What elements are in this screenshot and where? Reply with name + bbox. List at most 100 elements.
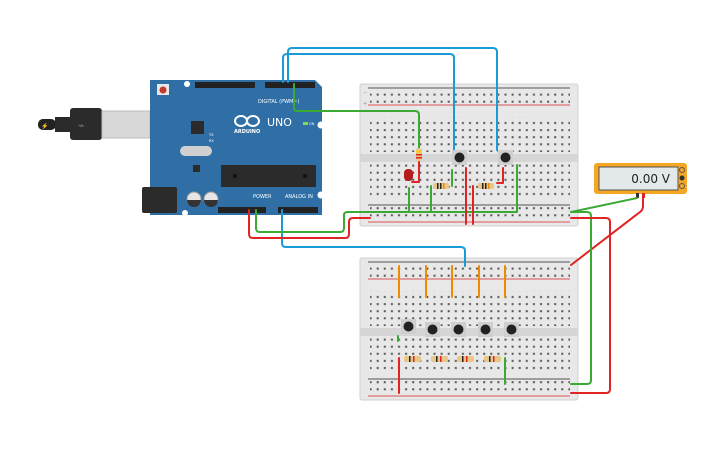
rail-holes [370, 381, 570, 395]
wire-blue-a0-to-bottom[interactable] [281, 209, 466, 267]
infinity-icon [246, 115, 260, 127]
wire-blue-pin-to-button2[interactable] [287, 47, 498, 151]
multimeter-display [598, 166, 679, 191]
pushbutton-5[interactable] [451, 322, 466, 337]
analog-header[interactable] [278, 207, 318, 213]
analog-label: ANALOG IN [285, 194, 313, 200]
pushbutton-6[interactable] [478, 322, 493, 337]
pushbutton-cap[interactable] [500, 152, 511, 163]
lightning-icon: ⚡ [41, 122, 48, 130]
pushbutton-cap[interactable] [480, 324, 491, 335]
usb-cable[interactable]: ⚡ ⌁ [38, 108, 151, 140]
resistor-band [489, 356, 491, 362]
wire-blue-pin-to-button1[interactable] [282, 53, 455, 151]
resistor-band [413, 356, 415, 362]
resistor-body [431, 356, 448, 362]
pushbutton-cap[interactable] [403, 321, 414, 332]
mode-v-button[interactable] [679, 175, 685, 181]
atmega-chip [221, 165, 316, 187]
mode-ohm-button[interactable] [679, 183, 685, 189]
uno-text: UNO [267, 116, 292, 129]
arduino-uno[interactable]: DIGITAL (PWM~) POWER ANALOG IN ARDUINO U… [142, 80, 325, 216]
pushbutton-3[interactable] [401, 319, 416, 334]
resistor-band [436, 356, 438, 362]
pushbutton-cap[interactable] [506, 324, 517, 335]
resistor-band [440, 183, 442, 189]
wire-red-rail-link[interactable] [570, 217, 611, 394]
digital-header-right[interactable] [265, 82, 315, 88]
resistor-band [462, 356, 464, 362]
rail-minus-label: − [363, 90, 367, 96]
wire-green-ground-bus[interactable] [359, 164, 518, 213]
on-led [303, 122, 308, 125]
chip-notch [303, 174, 307, 178]
pushbutton-cap[interactable] [453, 324, 464, 335]
rail-holes [370, 264, 570, 278]
rail-plus-label: + [363, 101, 367, 107]
resistor-button2[interactable] [478, 183, 494, 189]
resistor-band [485, 183, 487, 189]
pushbutton-1[interactable] [452, 150, 467, 165]
pushbutton-cap[interactable] [454, 152, 465, 163]
usb-cable-plug [70, 108, 102, 140]
terminal-holes-bottom [370, 336, 570, 371]
wire-red-btn2[interactable] [496, 167, 504, 184]
pushbutton-2[interactable] [498, 150, 513, 165]
top-breadboard[interactable]: − + [359, 83, 579, 227]
resistor-button1[interactable] [433, 183, 449, 189]
resistor-band [493, 356, 495, 362]
center-channel [360, 154, 578, 162]
wire-green-gnd[interactable] [255, 209, 371, 233]
wire-green-rail-link[interactable] [570, 211, 592, 385]
capacitor-band [204, 200, 218, 207]
resistor-ladder-1[interactable] [404, 356, 421, 362]
terminal-holes-bottom [370, 162, 570, 197]
multimeter-reading: 0.00 V [631, 172, 671, 186]
mount-hole [317, 121, 325, 129]
voltage-regulator [193, 165, 200, 172]
resistor-band [416, 151, 422, 153]
center-channel [360, 328, 578, 336]
power-header[interactable] [218, 207, 266, 213]
on-label: ON [309, 122, 315, 126]
crystal-oscillator [180, 146, 212, 156]
mount-hole [317, 191, 325, 199]
led-red[interactable] [404, 169, 413, 181]
wire-green-pin-to-led[interactable] [293, 83, 420, 149]
resistor-band [443, 183, 445, 189]
resistor-body [484, 356, 501, 362]
wire-red-led-res[interactable] [411, 161, 420, 183]
resistor-led[interactable] [416, 148, 422, 161]
resistor-band [466, 356, 468, 362]
rx-label: RX [209, 139, 214, 143]
resistor-ladder-2[interactable] [431, 356, 448, 362]
pushbutton-7[interactable] [504, 322, 519, 337]
wire-green-meter-com[interactable] [570, 197, 638, 213]
rail-holes [370, 90, 570, 104]
arduino-logo: ARDUINO UNO [234, 115, 292, 135]
bottom-breadboard[interactable] [359, 257, 579, 401]
pushbutton-4[interactable] [425, 322, 440, 337]
wire-red-meter-v[interactable] [570, 197, 644, 266]
pushbutton-cap[interactable] [427, 324, 438, 335]
probe-com[interactable] [636, 193, 639, 198]
power-label: POWER [253, 194, 272, 200]
mode-a-button[interactable] [679, 167, 685, 173]
resistor-body [457, 356, 474, 362]
probe-v[interactable] [642, 193, 645, 198]
arduino-logo-text: ARDUINO [234, 129, 260, 135]
led-body [404, 169, 413, 181]
resistor-ladder-4[interactable] [484, 356, 501, 362]
multimeter[interactable]: 0.00 V [594, 163, 687, 198]
reset-button-cap[interactable] [159, 86, 167, 94]
rail-holes [370, 207, 570, 221]
mount-hole [182, 210, 188, 216]
tx-label: TX [208, 133, 214, 137]
wire-red-5v[interactable] [248, 209, 371, 239]
power-jack[interactable] [142, 187, 177, 213]
digital-header-left[interactable] [195, 82, 255, 88]
mount-hole [184, 81, 190, 87]
resistor-band [437, 183, 439, 189]
resistor-ladder-3[interactable] [457, 356, 474, 362]
